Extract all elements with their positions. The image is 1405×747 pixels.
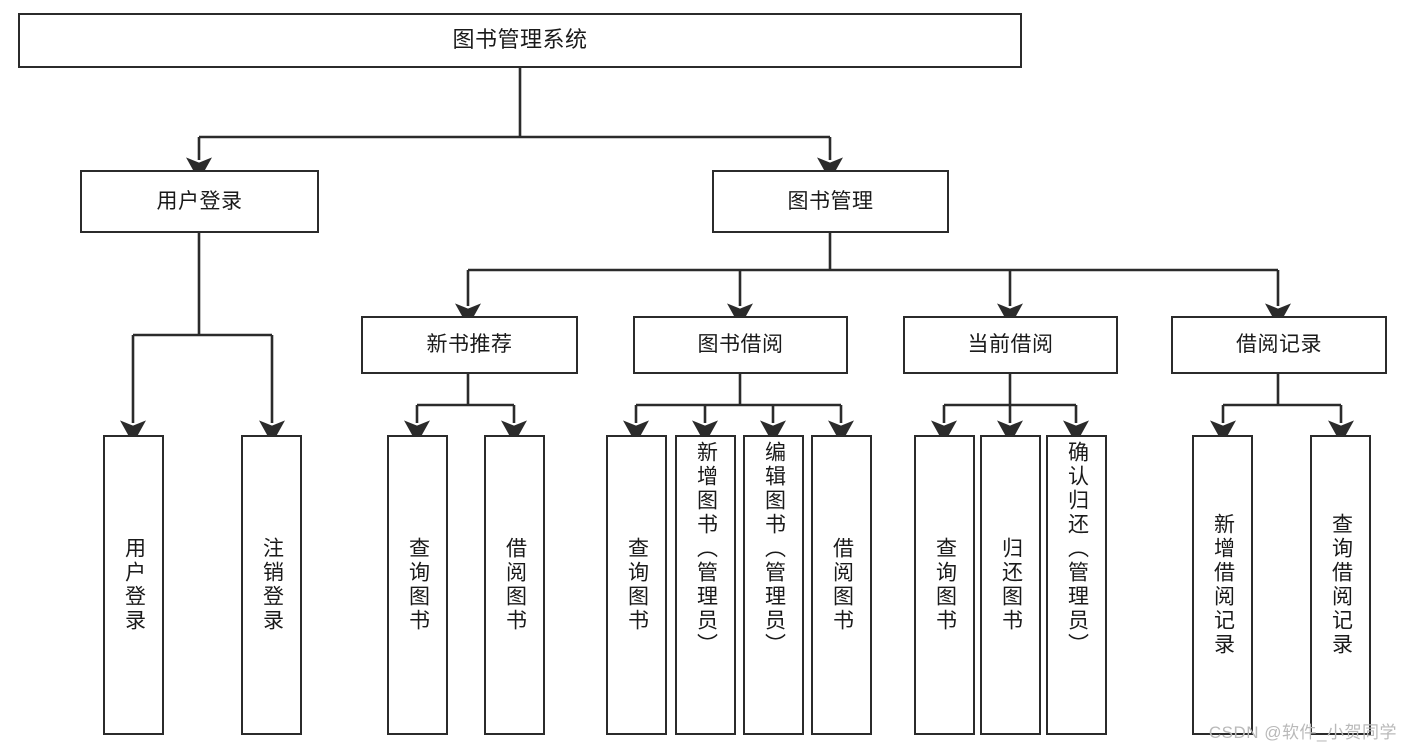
node-borrow-record[interactable]: 借阅记录 [1171, 316, 1387, 374]
node-label: 查询图书 [625, 537, 649, 633]
node-user-login[interactable]: 用户登录 [80, 170, 319, 233]
leaf-add-book[interactable]: 新增图书（管理员） [675, 435, 736, 735]
leaf-confirm-return[interactable]: 确认归还（管理员） [1046, 435, 1107, 735]
node-label: 新书推荐 [426, 333, 513, 357]
leaf-borrow-book-2[interactable]: 借阅图书 [811, 435, 872, 735]
node-label: 注销登录 [260, 537, 284, 633]
node-label: 用户登录 [156, 189, 243, 213]
csdn-watermark: CSDN @软件_小贺同学 [1208, 723, 1397, 742]
leaf-user-login[interactable]: 用户登录 [103, 435, 164, 735]
node-label: 新增借阅记录 [1211, 513, 1235, 657]
leaf-query-book-2[interactable]: 查询图书 [606, 435, 667, 735]
node-label: 归还图书 [999, 537, 1023, 633]
node-label: 新增图书（管理员） [694, 441, 718, 657]
leaf-add-borrow-record[interactable]: 新增借阅记录 [1192, 435, 1253, 735]
node-book-borrow[interactable]: 图书借阅 [633, 316, 848, 374]
node-label: 查询图书 [933, 537, 957, 633]
node-label: 图书管理 [787, 189, 874, 213]
node-label: 借阅图书 [503, 537, 527, 633]
node-current-borrow[interactable]: 当前借阅 [903, 316, 1118, 374]
node-label: 图书借阅 [697, 333, 784, 357]
leaf-borrow-book-1[interactable]: 借阅图书 [484, 435, 545, 735]
node-label: 借阅记录 [1236, 333, 1322, 357]
node-book-management[interactable]: 图书管理 [712, 170, 949, 233]
node-label: 当前借阅 [967, 333, 1054, 357]
node-label: 确认归还（管理员） [1065, 441, 1089, 657]
leaf-return-book[interactable]: 归还图书 [980, 435, 1041, 735]
leaf-user-logout[interactable]: 注销登录 [241, 435, 302, 735]
node-new-book-recommendation[interactable]: 新书推荐 [361, 316, 578, 374]
leaf-query-borrow-record[interactable]: 查询借阅记录 [1310, 435, 1371, 735]
leaf-query-book-3[interactable]: 查询图书 [914, 435, 975, 735]
node-label: 借阅图书 [830, 537, 854, 633]
node-label: 编辑图书（管理员） [762, 441, 786, 657]
node-label: 查询图书 [406, 537, 430, 633]
node-label: 查询借阅记录 [1329, 513, 1353, 657]
node-label: 图书管理系统 [452, 27, 588, 53]
node-root-book-management-system[interactable]: 图书管理系统 [18, 13, 1022, 68]
node-label: 用户登录 [122, 537, 146, 633]
leaf-edit-book[interactable]: 编辑图书（管理员） [743, 435, 804, 735]
leaf-query-book-1[interactable]: 查询图书 [387, 435, 448, 735]
